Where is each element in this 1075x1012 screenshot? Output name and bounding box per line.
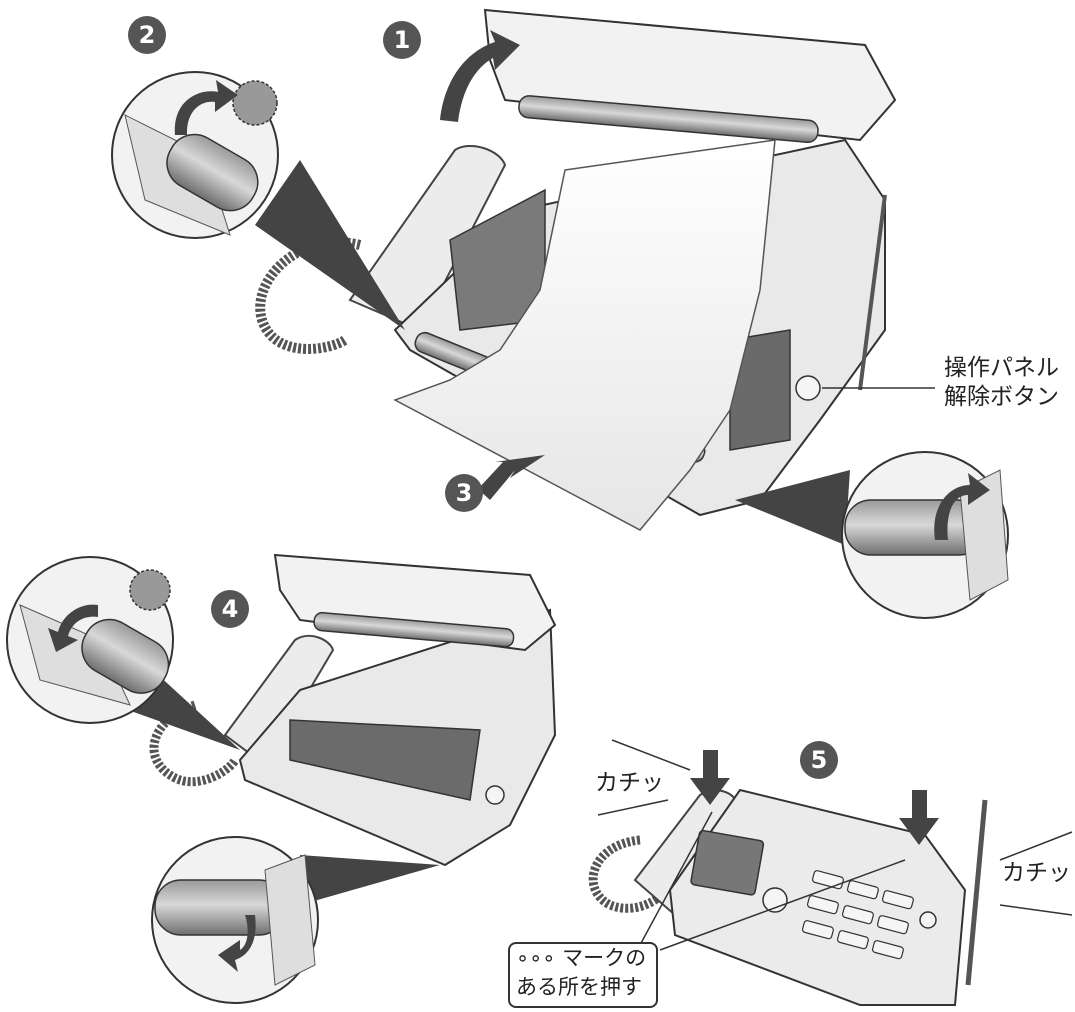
jammed-paper <box>393 139 776 531</box>
open-fax-main <box>255 8 897 531</box>
step-badge-1: 1 <box>383 21 421 59</box>
click-sound-left: カチッ <box>595 770 664 796</box>
panel-release-button <box>795 375 821 401</box>
panel-release-label-line2: 解除ボタン <box>944 384 1059 410</box>
step-badge-3: 3 <box>445 474 483 512</box>
step-badge-4: 4 <box>211 590 249 628</box>
click-sound-right: カチッ <box>1002 860 1071 886</box>
leader-lines <box>639 387 935 951</box>
open-fax-step4 <box>149 553 557 867</box>
panel-release-label-line1: 操作パネル <box>944 355 1059 381</box>
paper-pull-arrow <box>478 455 545 500</box>
click-lines-right <box>999 831 1073 916</box>
step-badge-5: 5 <box>800 741 838 779</box>
closed-fax-step5 <box>588 788 988 1006</box>
press-arrow-left <box>690 750 730 805</box>
detail-circle-step3 <box>735 451 1009 619</box>
detail-circle-step4-top <box>6 556 240 750</box>
press-mark-line2: ある所を押す <box>516 975 642 999</box>
handset <box>348 145 507 332</box>
detail-circle-step2 <box>111 71 405 330</box>
press-mark-line1: ∘∘∘ マークの <box>516 946 647 970</box>
lid-open-arrow <box>440 30 520 122</box>
press-arrow-right <box>899 790 939 845</box>
press-mark-callout: ∘∘∘ マークの ある所を押す <box>508 942 658 1008</box>
click-lines-left <box>597 739 691 816</box>
detail-circle-step4-bottom <box>151 836 440 1004</box>
step-badge-2: 2 <box>128 16 166 54</box>
